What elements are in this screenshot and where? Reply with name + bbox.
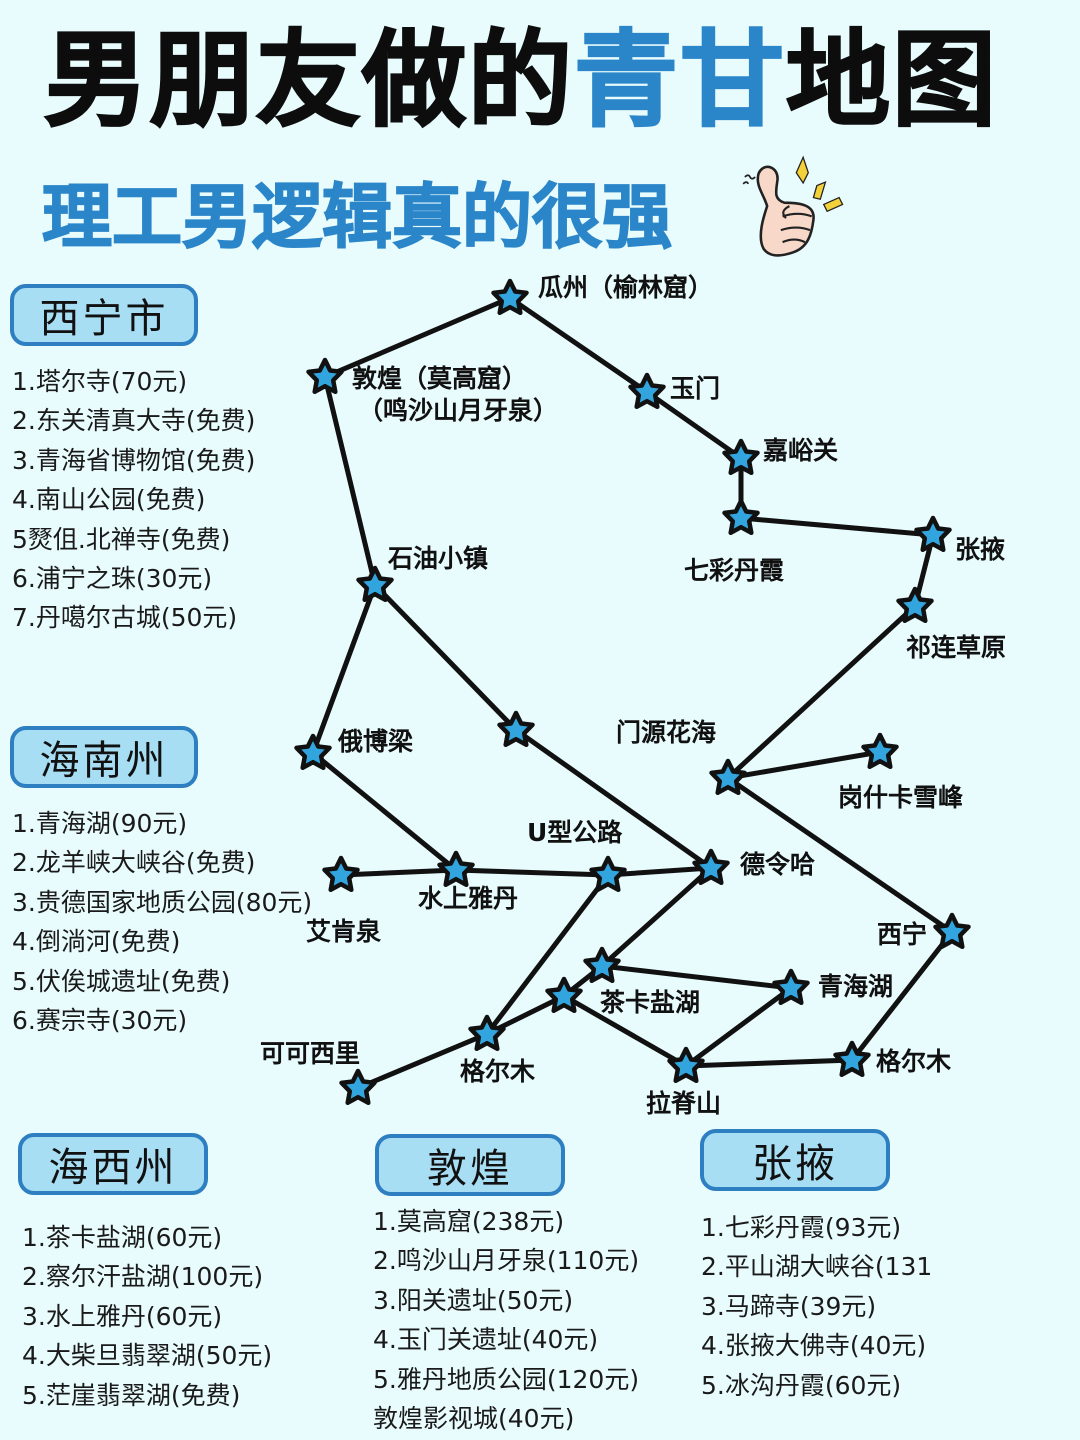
map-label-mingshashan: （鸣沙山月牙泉） [358,396,559,425]
list-item: 5燹伹.北禅寺(免费) [12,524,231,554]
list-item: 3.青海省博物馆(免费) [12,445,256,475]
list-item: 6.浦宁之珠(30元) [12,564,213,594]
list-item: 4.大柴旦翡翠湖(50元) [22,1341,273,1371]
title-accent: 青甘 [573,18,787,142]
map-label-u-road: U型公路 [527,818,623,847]
list-item: 4.南山公园(免费) [12,485,206,515]
map-label-aikenquan: 艾肯泉 [306,917,382,946]
region-title-haixi: 海西州 [18,1133,208,1195]
list-item: 4.玉门关遗址(40元) [373,1325,599,1355]
list-item: 2.鸣沙山月牙泉(110元) [373,1246,640,1276]
map-label-yumen: 玉门 [670,374,721,403]
list-item: 3.贵德国家地质公园(80元) [12,887,313,917]
list-item: 3.阳关遗址(50元) [373,1285,574,1315]
list-item: 6.赛宗寺(30元) [12,1006,188,1036]
map-label-jiayuguan: 嘉峪关 [763,436,839,465]
list-item: 1.塔尔寺(70元) [12,367,188,396]
map-label-xining: 西宁 [877,920,928,949]
map-label-chaka: 茶卡盐湖 [600,988,701,1017]
region-title-zhangye: 张掖 [700,1129,890,1191]
region-list-haixi: 1.茶卡盐湖(60元) 2.察尔汗盐湖(100元) 3.水上雅丹(60元) 4.… [22,1218,272,1415]
map-label-hoh-xil: 可可西里 [260,1039,361,1068]
list-item: 1.莫高窟(238元) [373,1207,565,1236]
map-label-guazhou: 瓜州（榆林窟） [538,273,714,302]
list-item: 3.水上雅丹(60元) [22,1301,223,1331]
map-label-menyuan: 门源花海 [616,718,717,747]
region-list-zhangye: 1.七彩丹霞(93元) 2.平山湖大峡谷(131 3.马蹄寺(39元) 4.张掖… [701,1208,932,1405]
map-label-shuishang-yardang: 水上雅丹 [418,884,519,913]
page-subtitle: 理工男逻辑真的很强 [41,175,673,259]
title-part2: 地图 [785,18,999,142]
region-title-hainan: 海南州 [10,726,198,788]
region-title-xining: 西宁市 [10,284,198,346]
region-list-hainan: 1.青海湖(90元) 2.龙羊峡大峡谷(免费) 3.贵德国家地质公园(80元) … [12,804,312,1040]
list-item: 5.雅丹地质公园(120元) [373,1364,640,1394]
map-label-dunhuang: 敦煌（莫高窟） [352,364,528,393]
title-part1: 男朋友做的 [43,18,575,142]
map-label-golmud-west: 格尔木 [460,1057,536,1086]
list-item: 2.东关清真大寺(免费) [12,406,256,436]
region-list-xining: 1.塔尔寺(70元) 2.东关清真大寺(免费) 3.青海省博物馆(免费) 4.南… [12,362,255,638]
map-label-ebaoliang: 俄博梁 [338,727,414,756]
list-item: 3.马蹄寺(39元) [701,1291,877,1321]
page-title: 男朋友做的青甘地图 [43,18,999,142]
map-label-gangshika: 岗什卡雪峰 [838,783,964,812]
list-item: 5.茫崖翡翠湖(免费) [22,1380,241,1410]
list-item: 2.察尔汗盐湖(100元) [22,1262,264,1292]
map-label-qinghai-lake: 青海湖 [818,972,894,1001]
thumbs-up-icon [742,155,844,257]
list-item: 1.茶卡盐湖(60元) [22,1223,223,1252]
list-item: 5.伏俟城遗址(免费) [12,966,231,996]
map-label-lajishan: 拉脊山 [646,1089,722,1118]
map-label-shiyou-town: 石油小镇 [388,544,489,573]
list-item: 2.龙羊峡大峡谷(免费) [12,848,256,878]
list-item: 4.张掖大佛寺(40元) [701,1331,927,1361]
region-title-dunhuang: 敦煌 [375,1134,565,1196]
list-item: 2.平山湖大峡谷(131 [701,1252,933,1282]
map-label-qilian-grassland: 祁连草原 [906,633,1007,662]
region-list-dunhuang: 1.莫高窟(238元) 2.鸣沙山月牙泉(110元) 3.阳关遗址(50元) 4… [373,1202,639,1438]
list-item: 1.七彩丹霞(93元) [701,1213,902,1242]
list-item: 1.青海湖(90元) [12,809,188,838]
map-label-qicai-danxia: 七彩丹霞 [684,556,785,585]
list-item: 5.冰沟丹霞(60元) [701,1370,902,1400]
list-item: 7.丹噶尔古城(50元) [12,603,238,633]
map-label-delingha: 德令哈 [740,850,816,879]
list-item: 4.倒淌河(免费) [12,927,181,957]
list-item: 敦煌影视城(40元) [373,1404,575,1434]
map-label-zhangye: 张掖 [955,535,1006,564]
map-label-golmud-east: 格尔木 [876,1047,952,1076]
